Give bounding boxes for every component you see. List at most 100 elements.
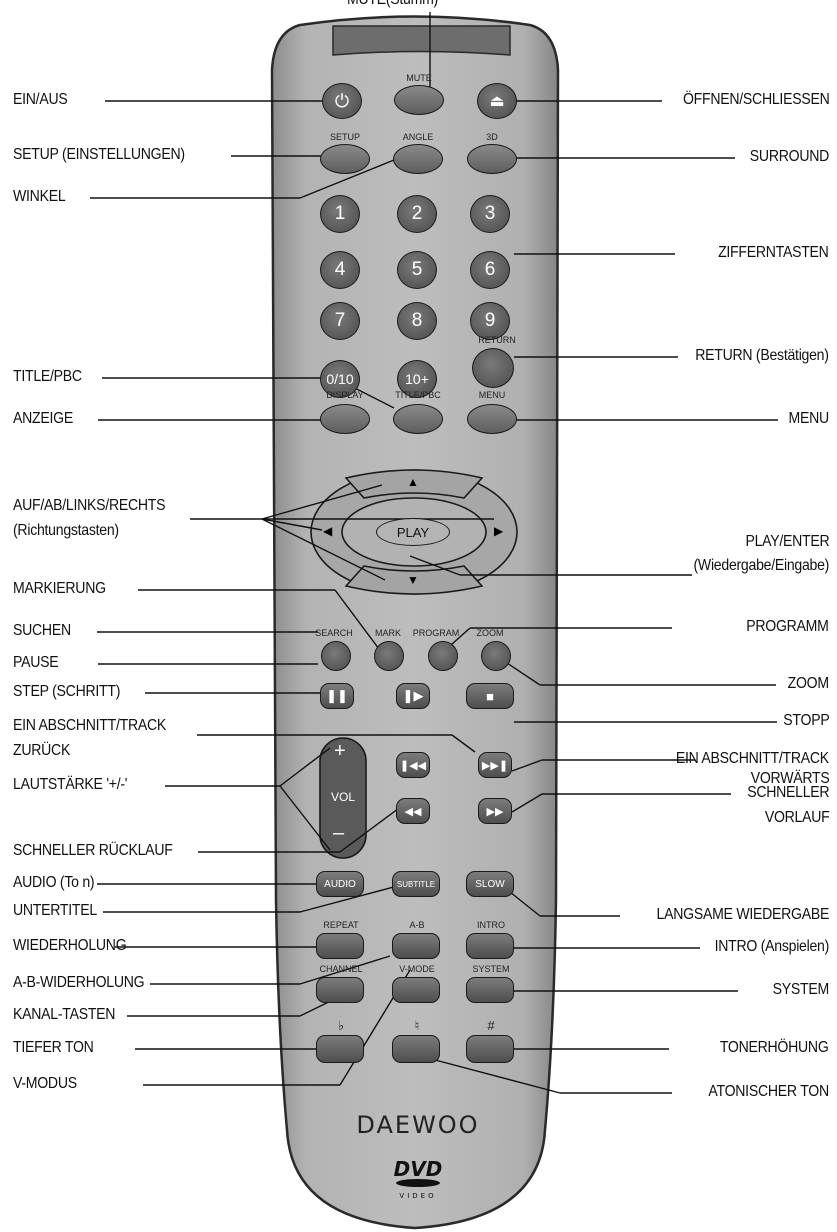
callout-natural: ATONISCHER TON xyxy=(708,1083,830,1100)
leader-lines xyxy=(90,12,778,1094)
digit-label: 1 xyxy=(334,203,346,224)
digit-3-button[interactable]: 3 xyxy=(470,195,510,233)
callout-setup: SETUP (EINSTELLUNGEN) xyxy=(13,146,185,163)
vol-minus-label[interactable]: – xyxy=(333,822,345,844)
repeat-label: REPEAT xyxy=(323,920,359,930)
flat-button[interactable] xyxy=(316,1035,364,1063)
digit-5-button[interactable]: 5 xyxy=(397,251,437,289)
callout-prev-sub: ZURÜCK xyxy=(13,742,71,759)
digit-label: 10+ xyxy=(405,371,429,387)
digit-7-button[interactable]: 7 xyxy=(320,302,360,340)
skip-back-button[interactable]: ❚◀◀ xyxy=(396,752,430,778)
flat-label: ♭ xyxy=(337,1018,345,1033)
callout-system: SYSTEM xyxy=(772,981,830,998)
stop-button[interactable]: ■ xyxy=(466,683,514,709)
intro-button[interactable] xyxy=(466,933,514,959)
setup-button[interactable] xyxy=(320,144,370,174)
fast-forward-button[interactable]: ▶▶ xyxy=(478,798,512,824)
arrow-right-icon[interactable]: ▶ xyxy=(494,524,504,538)
system-button[interactable] xyxy=(466,977,514,1003)
intro-label: INTRO xyxy=(477,920,505,930)
3d-label: 3D xyxy=(486,132,498,142)
program-button[interactable] xyxy=(428,641,458,671)
step-icon: ❚▶ xyxy=(402,688,424,703)
callout-mark: MARKIERUNG xyxy=(13,580,106,597)
callout-play: PLAY/ENTER xyxy=(745,533,829,550)
vol-rocker xyxy=(319,737,367,859)
arrow-down-icon[interactable]: ▼ xyxy=(407,573,419,587)
eject-button[interactable]: ⏏ xyxy=(477,83,517,119)
ab-label: A-B xyxy=(409,920,425,930)
callout-direction-sub: (Richtungstasten) xyxy=(13,522,119,539)
title-pbc-label: TITLE/PBC xyxy=(395,390,441,400)
digit-1-button[interactable]: 1 xyxy=(320,195,360,233)
callout-channel: KANAL-TASTEN xyxy=(13,1006,116,1023)
callout-zoom: ZOOM xyxy=(787,675,829,692)
angle-label: ANGLE xyxy=(402,132,434,142)
mute-button[interactable] xyxy=(394,85,444,115)
digit-label: 4 xyxy=(334,259,346,280)
pause-button[interactable]: ❚❚ xyxy=(320,683,354,709)
repeat-button[interactable] xyxy=(316,933,364,959)
program-label: PROGRAM xyxy=(412,628,460,638)
setup-label: SETUP xyxy=(329,132,360,142)
callout-volume: LAUTSTÄRKE '+/-' xyxy=(13,776,128,793)
slow-button[interactable]: SLOW xyxy=(466,871,514,897)
return-label: RETURN xyxy=(478,335,516,345)
digit-4-button[interactable]: 4 xyxy=(320,251,360,289)
play-enter-button[interactable]: PLAY xyxy=(376,518,450,546)
mute-label: MUTE xyxy=(406,73,432,83)
sharp-button[interactable] xyxy=(466,1035,514,1063)
angle-button[interactable] xyxy=(393,144,443,174)
callout-ffwd: SCHNELLER xyxy=(746,784,829,801)
audio-button[interactable]: AUDIO xyxy=(316,871,364,897)
callout-return: RETURN (Bestätigen) xyxy=(695,347,830,364)
rewind-button[interactable]: ◀◀ xyxy=(396,798,430,824)
display-button[interactable] xyxy=(320,404,370,434)
subtitle-button[interactable]: SUBTITLE xyxy=(392,871,440,897)
mark-button[interactable] xyxy=(374,641,404,671)
menu-button[interactable] xyxy=(467,404,517,434)
channel-label: CHANNEL xyxy=(319,964,363,974)
vmode-button[interactable] xyxy=(392,977,440,1003)
natural-button[interactable] xyxy=(392,1035,440,1063)
callout-sharp: TONERHÖHUNG xyxy=(720,1039,829,1056)
digit-label: 3 xyxy=(484,203,496,224)
play-label: PLAY xyxy=(396,524,430,540)
callout-slow: LANGSAME WIEDERGABE xyxy=(656,906,829,923)
digit-9-button[interactable]: 9 xyxy=(470,302,510,340)
skip-forward-button[interactable]: ▶▶❚ xyxy=(478,752,512,778)
search-button[interactable] xyxy=(321,641,351,671)
callout-search: SUCHEN xyxy=(13,622,71,639)
power-button[interactable]: ⏻ xyxy=(322,83,362,119)
digit-label: 0/10 xyxy=(326,371,354,387)
callout-mute: MUTE(Stumm) xyxy=(347,0,438,9)
digit-6-button[interactable]: 6 xyxy=(470,251,510,289)
digit-0-10-button[interactable]: 0/10 xyxy=(320,360,360,398)
callout-ffwd-sub: VORLAUF xyxy=(764,809,829,826)
vol-plus-label[interactable]: + xyxy=(334,740,346,762)
callout-vmode: V-MODUS xyxy=(13,1075,77,1092)
digit-label: 7 xyxy=(334,310,346,331)
step-button[interactable]: ❚▶ xyxy=(396,683,430,709)
return-button[interactable] xyxy=(472,348,514,388)
fast-forward-icon: ▶▶ xyxy=(486,805,504,818)
rewind-icon: ◀◀ xyxy=(404,805,422,818)
surround-3d-button[interactable] xyxy=(467,144,517,174)
ab-button[interactable] xyxy=(392,933,440,959)
callout-pause: PAUSE xyxy=(13,654,59,671)
digit-10-plus-button[interactable]: 10+ xyxy=(397,360,437,398)
channel-button[interactable] xyxy=(316,977,364,1003)
callout-step: STEP (SCHRITT) xyxy=(13,683,121,700)
digit-label: 2 xyxy=(411,203,423,224)
arrow-left-icon[interactable]: ◀ xyxy=(323,524,333,538)
arrow-up-icon[interactable]: ▲ xyxy=(407,475,419,489)
title-pbc-button[interactable] xyxy=(393,404,443,434)
callout-next: EIN ABSCHNITT/TRACK xyxy=(675,750,829,767)
callout-title-pbc: TITLE/PBC xyxy=(13,368,82,385)
ir-window xyxy=(332,25,511,56)
zoom-button[interactable] xyxy=(481,641,511,671)
slow-label: SLOW xyxy=(475,878,505,890)
digit-8-button[interactable]: 8 xyxy=(397,302,437,340)
digit-2-button[interactable]: 2 xyxy=(397,195,437,233)
